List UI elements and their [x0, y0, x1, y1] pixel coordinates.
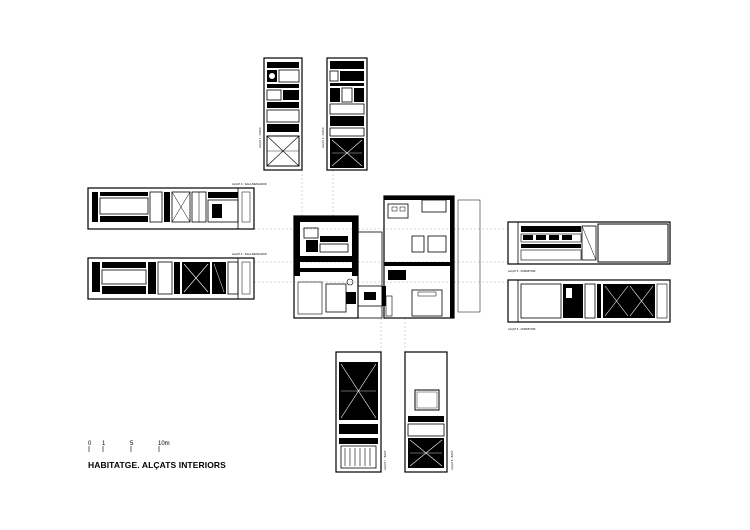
- elevation-right-top: ALÇAT 5 · DORMITORI: [507, 221, 671, 273]
- title-block: 0 1 5 10m HABITATGE. ALÇATS INTERIORS: [88, 441, 226, 470]
- elevation-right-bottom: ALÇAT 6 · DORMITORI: [507, 279, 671, 331]
- projection-guides: [254, 170, 508, 352]
- drawing-title: HABITATGE. ALÇATS INTERIORS: [88, 460, 226, 470]
- elevation-bottom-right: ALÇAT 8 · BANY: [404, 351, 454, 473]
- scale-label-10m: 10m: [158, 441, 170, 447]
- elevation-left-bottom: ALÇAT 4 · SALA-MENJADOR: [87, 252, 267, 300]
- scale-label-0: 0: [88, 441, 92, 447]
- floor-plan: [293, 195, 481, 319]
- elevation-bottom-left: ALÇAT 7 · BANY: [335, 351, 387, 473]
- scale-bar-graphic: [88, 446, 160, 452]
- scale-label-1: 1: [102, 441, 106, 447]
- elevation-label-right-top: ALÇAT 5 · DORMITORI: [508, 269, 536, 273]
- scale-bar-labels: 0 1 5 10m: [88, 441, 198, 453]
- scale-label-5: 5: [130, 441, 134, 447]
- elevation-top-right: ALÇAT 2 · CUINA: [321, 57, 368, 171]
- elevation-top-left: ALÇAT 1 · CUINA: [258, 57, 303, 171]
- elevation-label-left-bottom: ALÇAT 4 · SALA-MENJADOR: [232, 252, 267, 256]
- elevation-label-top-right: ALÇAT 2 · CUINA: [321, 127, 325, 148]
- elevation-label-bottom-right: ALÇAT 8 · BANY: [450, 450, 454, 470]
- elevation-left-top: ALÇAT 3 · SALA-MENJADOR: [87, 182, 267, 230]
- elevation-label-left-top: ALÇAT 3 · SALA-MENJADOR: [232, 182, 267, 186]
- elevation-label-bottom-left: ALÇAT 7 · BANY: [383, 450, 387, 470]
- elevation-label-right-bottom: ALÇAT 6 · DORMITORI: [508, 327, 536, 331]
- elevation-label-top-left: ALÇAT 1 · CUINA: [258, 127, 262, 148]
